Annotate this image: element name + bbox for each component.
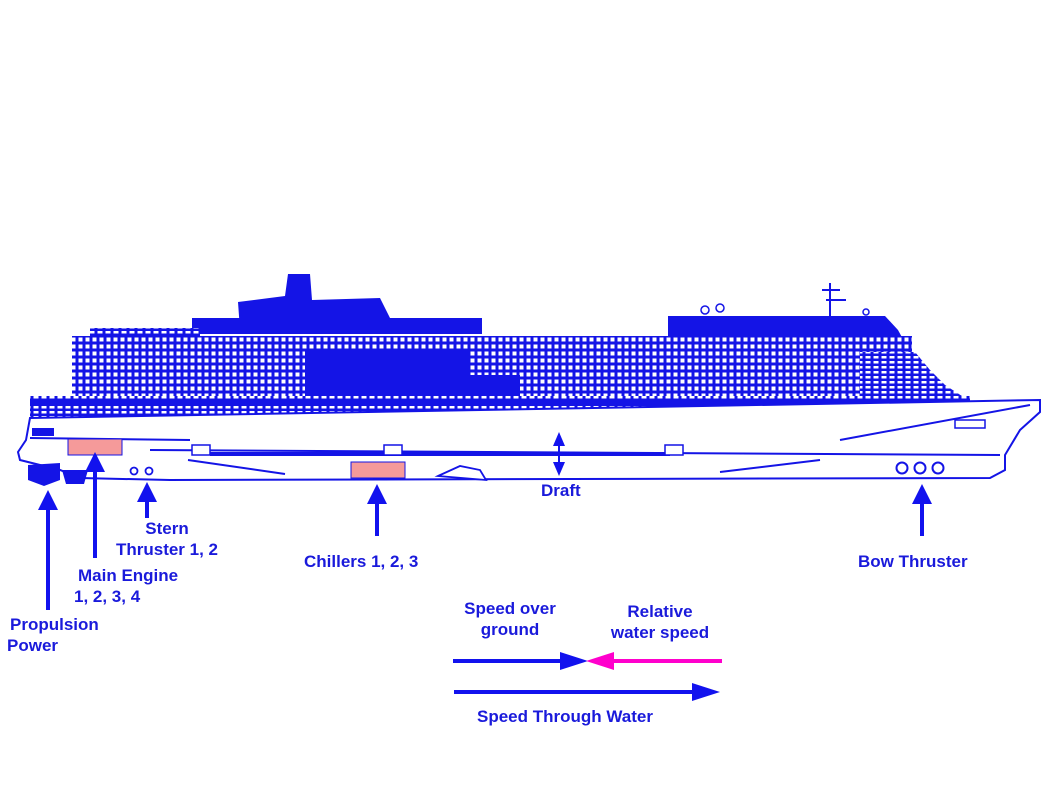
anchor-pocket — [955, 420, 985, 428]
cabins-forward-terrace — [860, 352, 965, 400]
bow-thruster-circles — [897, 463, 944, 474]
hull-stripe — [210, 452, 670, 456]
radar-dome-3 — [863, 309, 869, 315]
solid-block-1 — [305, 350, 440, 398]
stern-thruster-circle-1 — [131, 468, 138, 475]
stern-thruster-line-1: Stern — [108, 518, 226, 539]
speed-through-water-arrow — [454, 683, 720, 701]
main-engine-arrow — [85, 452, 105, 558]
relative-water-speed-line-1: Relative — [600, 601, 720, 622]
chillers-arrow — [367, 484, 387, 536]
chillers-label: Chillers 1, 2, 3 — [304, 551, 418, 572]
propulsion-power-label: Propulsion Power — [10, 614, 99, 656]
speed-through-water-label: Speed Through Water — [477, 706, 653, 727]
main-engine-line-1: Main Engine — [78, 565, 178, 586]
stern-block — [32, 428, 54, 436]
speed-over-ground-line-1: Speed over — [450, 598, 570, 619]
relative-water-speed-label: Relative water speed — [600, 601, 720, 643]
hull-window-2 — [384, 445, 402, 455]
stern-thruster-line-2: Thruster 1, 2 — [108, 539, 226, 560]
main-engine-line-2: 1, 2, 3, 4 — [74, 586, 178, 607]
draft-label: Draft — [541, 480, 581, 501]
stern-thruster-label: Stern Thruster 1, 2 — [108, 518, 226, 560]
upper-deck-block — [192, 318, 482, 334]
ship-silhouette — [18, 274, 1040, 486]
mast — [822, 283, 846, 316]
propulsion-power-line-1: Propulsion — [10, 614, 99, 635]
stern-thruster-arrow — [137, 482, 157, 518]
hull-window-3 — [665, 445, 683, 455]
speed-over-ground-line-2: ground — [450, 619, 570, 640]
radar-dome-2 — [716, 304, 724, 312]
bow-thruster-label: Bow Thruster — [858, 551, 968, 572]
speed-over-ground-label: Speed over ground — [450, 598, 570, 640]
radar-dome-1 — [701, 306, 709, 314]
bow-thruster-arrow — [912, 484, 932, 536]
hull-window-1 — [192, 445, 210, 455]
propulsion-power-line-2: Power — [7, 635, 99, 656]
stern-thruster-circle-2 — [146, 468, 153, 475]
chillers-box — [351, 462, 405, 478]
main-engine-label: Main Engine 1, 2, 3, 4 — [74, 565, 178, 607]
relative-water-speed-arrow — [586, 652, 722, 670]
propulsion-arrow — [38, 490, 58, 610]
speed-over-ground-arrow — [453, 652, 588, 670]
relative-water-speed-line-2: water speed — [600, 622, 720, 643]
